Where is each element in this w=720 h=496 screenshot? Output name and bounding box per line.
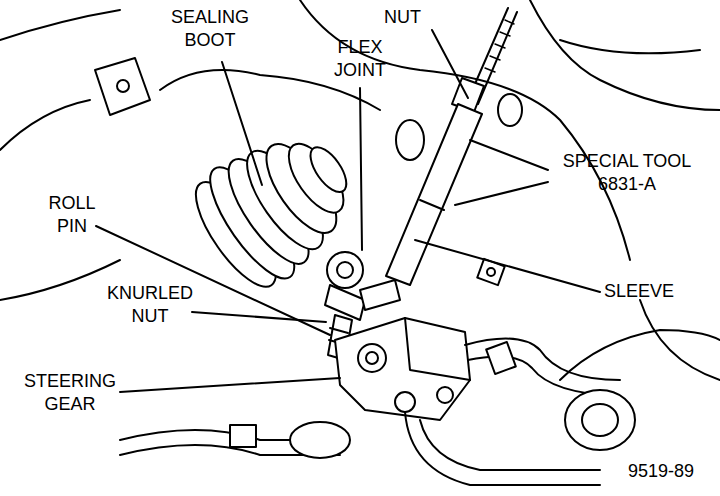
- part-label: STEERING GEAR: [14, 370, 126, 416]
- part-label: SLEEVE: [604, 280, 704, 303]
- part-label: NUT: [384, 6, 444, 29]
- part-label: KNURLED NUT: [100, 282, 200, 328]
- tool-label: SPECIAL TOOL 6831-A: [552, 150, 702, 196]
- part-label: SEALING BOOT: [160, 6, 260, 52]
- part-label: FLEX JOINT: [322, 36, 398, 82]
- figure-number: 9519-89: [628, 460, 714, 483]
- part-label: ROLL PIN: [40, 192, 104, 238]
